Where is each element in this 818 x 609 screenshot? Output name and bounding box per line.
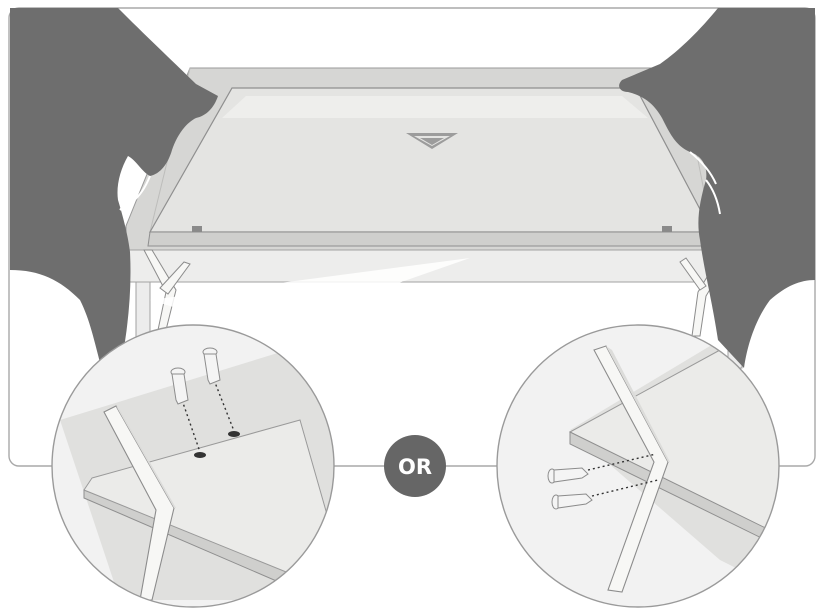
left-person-silhouette <box>10 8 218 370</box>
tv-back-top-bevel <box>222 96 648 118</box>
screw-icon <box>170 367 189 405</box>
or-label: OR <box>398 455 432 479</box>
scene-stand-legs <box>143 249 731 337</box>
right-person-silhouette <box>619 8 815 368</box>
or-badge: OR <box>384 435 446 497</box>
tv-bottom-edge <box>147 231 717 247</box>
or-badge-circle <box>384 435 446 497</box>
detail-circle-right-border <box>496 324 780 608</box>
screw-icon <box>202 347 221 385</box>
detail-circle-right <box>496 324 780 608</box>
table-leg-left <box>135 281 151 341</box>
tv-stand-slot-left <box>192 226 202 232</box>
detail-circle-left <box>51 324 335 608</box>
zoom-cone <box>150 258 470 330</box>
stand-leg-icon <box>103 405 176 601</box>
hand-silhouette-icon <box>619 8 815 368</box>
screw-icon <box>547 467 589 484</box>
stand-leg-icon <box>143 249 191 331</box>
tv-back <box>147 87 717 247</box>
screw-hole-1 <box>194 452 206 458</box>
detail-circle-left-border <box>51 324 335 608</box>
tv-stand-slot-right <box>662 226 672 232</box>
detail-right-tv-edge <box>569 431 779 553</box>
stand-leg-icon <box>593 345 670 593</box>
v-logo-icon <box>406 133 458 149</box>
screw-icon <box>551 493 593 510</box>
screw-hole-2 <box>228 431 240 437</box>
hand-silhouette-icon <box>10 8 218 370</box>
